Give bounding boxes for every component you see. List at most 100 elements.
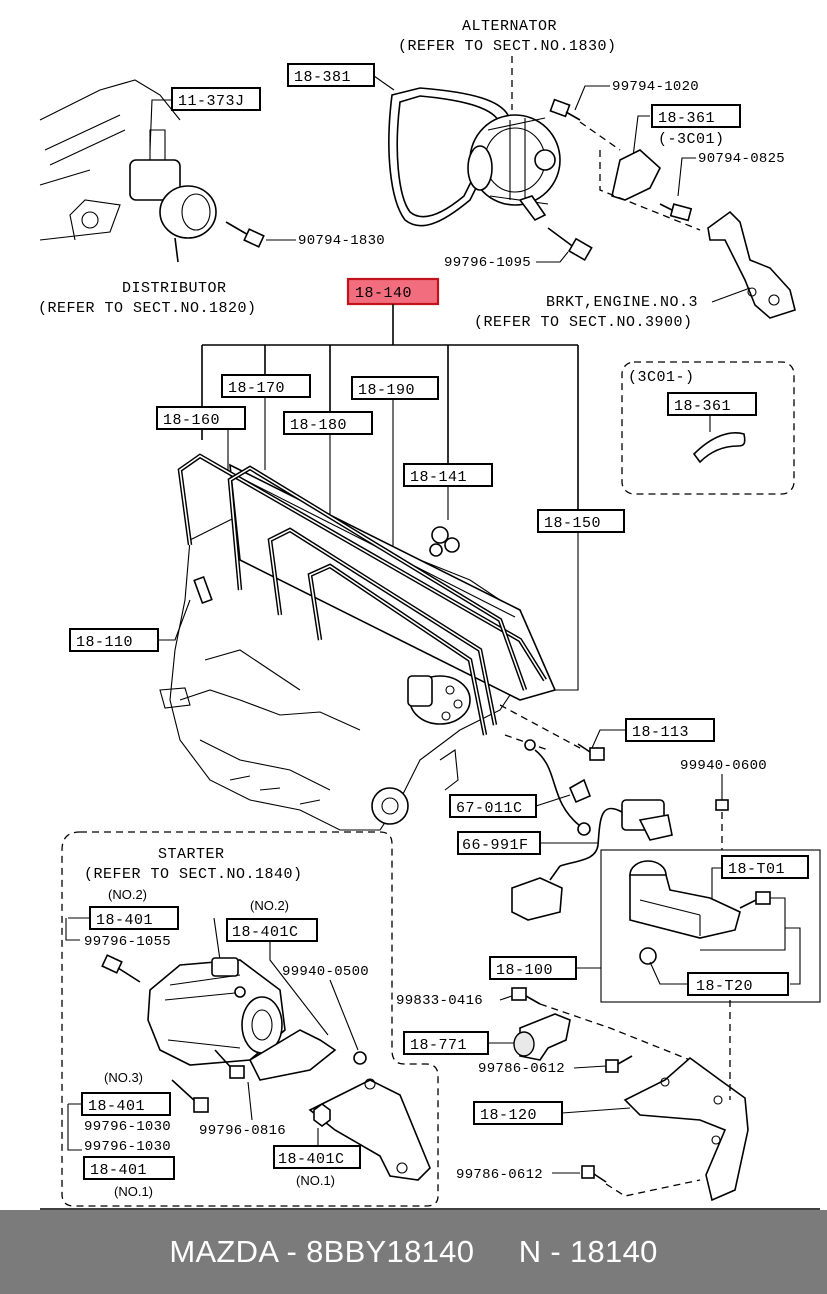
assembly-line	[579, 121, 621, 151]
callout-18-160[interactable]: 18-160	[163, 412, 220, 429]
leader-18-361-top	[631, 115, 650, 166]
callout-18-401c-no2[interactable]: 18-401C	[232, 924, 299, 941]
bolt-99940-0600[interactable]: 99940-0600	[680, 758, 767, 774]
leader-11-373j	[149, 99, 172, 151]
leaders-wires	[227, 397, 579, 691]
footer-bar: MAZDA - 8BBY18140 N - 18140	[0, 1210, 827, 1294]
wire-clip-18-141	[429, 526, 460, 557]
callout-box-18-150	[537, 509, 625, 533]
callout-18-401-no3[interactable]: 18-401	[88, 1098, 145, 1115]
leader-99796-0816	[247, 1081, 253, 1121]
distributor-ref: (REFER TO SECT.NO.1820)	[38, 300, 257, 317]
bracket-18-120-drawing	[623, 1056, 749, 1202]
ignition-coil-drawing	[629, 860, 741, 965]
ignition-module-drawing	[559, 799, 673, 867]
bolt-icon	[581, 1165, 607, 1183]
callout-18-170[interactable]: 18-170	[228, 380, 285, 397]
leader-99786-0612-a	[573, 1065, 607, 1069]
callout-box-18-180	[283, 411, 373, 435]
bolt-99796-0816[interactable]: 99796-0816	[199, 1123, 286, 1139]
callout-18-110[interactable]: 18-110	[76, 634, 133, 651]
leader-99833-0416	[499, 995, 513, 1001]
bolt-99796-1030-b[interactable]: 99796-1030	[84, 1139, 171, 1155]
assembly-line	[499, 704, 581, 749]
callout-3c01-paren: (-3C01)	[658, 131, 725, 148]
callout-18-401-no1[interactable]: 18-401	[90, 1162, 147, 1179]
leader-18-381	[373, 75, 395, 91]
leader-90794-0825	[677, 157, 696, 197]
callout-box-18-401-no1	[83, 1156, 175, 1180]
nut-icon	[715, 799, 729, 811]
bracket-ref: (REFER TO SECT.NO.3900)	[474, 314, 693, 331]
callout-box-18-170	[221, 374, 311, 398]
starter-no2-a: (NO.2)	[108, 887, 147, 902]
bolt-icon	[547, 227, 593, 262]
parts-diagram: ALTERNATOR (REFER TO SECT.NO.1830) 18-38…	[38, 18, 821, 1210]
callout-18-180[interactable]: 18-180	[290, 417, 347, 434]
bolt-90794-0825[interactable]: 90794-0825	[698, 151, 785, 167]
inset-3c01-frame	[621, 361, 795, 495]
callout-18-141[interactable]: 18-141	[410, 469, 467, 486]
callout-67-011c[interactable]: 67-011C	[456, 800, 523, 817]
bolt-99940-0500[interactable]: 99940-0500	[282, 964, 369, 980]
callout-18-113[interactable]: 18-113	[632, 724, 689, 741]
distributor-drawing	[129, 129, 217, 263]
leader-99794-1020	[574, 85, 610, 111]
spark-plug-18-110	[193, 575, 213, 605]
bracket-drawing	[611, 149, 661, 201]
bolt-99796-1055[interactable]: 99796-1055	[84, 934, 171, 950]
alternator-title: ALTERNATOR	[462, 18, 557, 35]
inset-bracket-drawing	[692, 432, 746, 464]
callout-box-18-401c-no1	[273, 1145, 361, 1169]
callout-18-381[interactable]: 18-381	[294, 69, 351, 86]
bolt-99786-0612-b[interactable]: 99786-0612	[456, 1167, 543, 1183]
callout-box-11-373j	[171, 87, 261, 111]
callout-18-150[interactable]: 18-150	[544, 515, 601, 532]
spark-plug-wires-drawing	[177, 453, 547, 736]
bolt-icon	[214, 1049, 245, 1079]
callout-18-361-inset[interactable]: 18-361	[674, 398, 731, 415]
inset-3c01-title: (3C01-)	[628, 369, 695, 386]
callout-11-373j[interactable]: 11-373J	[178, 93, 245, 110]
leader-t20-b	[785, 927, 801, 985]
starter-title: STARTER	[158, 846, 225, 863]
callout-18-190[interactable]: 18-190	[358, 382, 415, 399]
leader-99796-1095	[536, 251, 569, 263]
bolt-99833-0416[interactable]: 99833-0416	[396, 993, 483, 1009]
bolt-99794-1020[interactable]: 99794-1020	[612, 79, 699, 95]
leader-bracket	[711, 287, 751, 303]
callout-18-120[interactable]: 18-120	[480, 1107, 537, 1124]
bolt-icon	[659, 203, 693, 222]
callout-18-t01[interactable]: 18-T01	[728, 861, 785, 878]
callout-box-18-381	[287, 63, 375, 87]
bolt-99796-1030-a[interactable]: 99796-1030	[84, 1119, 171, 1135]
bolt-90794-1830[interactable]: 90794-1830	[298, 233, 385, 249]
leader-18-401-no2	[65, 917, 90, 941]
bolt-99796-1095[interactable]: 99796-1095	[444, 255, 531, 271]
starter-no3: (NO.3)	[104, 1070, 143, 1085]
callout-18-401-no2[interactable]: 18-401	[96, 912, 153, 929]
engine-bracket-drawing	[707, 210, 796, 319]
callout-18-771[interactable]: 18-771	[410, 1037, 467, 1054]
bolt-icon	[171, 1079, 209, 1113]
leader-18-113	[591, 729, 626, 749]
starter-inset-frame	[61, 831, 439, 1207]
assembly-line	[504, 734, 549, 751]
callout-66-991f[interactable]: 66-991F	[462, 837, 529, 854]
bolt-icon	[101, 954, 141, 983]
callout-18-361-top[interactable]: 18-361	[658, 110, 715, 127]
bolt-99786-0612-a[interactable]: 99786-0612	[478, 1061, 565, 1077]
leader-99940-0500	[329, 979, 359, 1051]
alternator-ref: (REFER TO SECT.NO.1830)	[398, 38, 617, 55]
ignition-coil-group-box	[600, 849, 821, 1003]
callout-18-t20[interactable]: 18-T20	[696, 978, 753, 995]
bolt-icon	[511, 987, 541, 1005]
callout-18-401c-no1[interactable]: 18-401C	[278, 1151, 345, 1168]
callout-box-18-160	[156, 406, 246, 430]
bracket-title: BRKT,ENGINE.NO.3	[546, 294, 698, 311]
callout-18-100[interactable]: 18-100	[496, 962, 553, 979]
callout-18-140[interactable]: 18-140	[355, 285, 412, 302]
callout-box-18-401c-no2	[226, 918, 318, 942]
leader-t20-a	[700, 897, 786, 951]
bolt-icon	[549, 98, 581, 121]
